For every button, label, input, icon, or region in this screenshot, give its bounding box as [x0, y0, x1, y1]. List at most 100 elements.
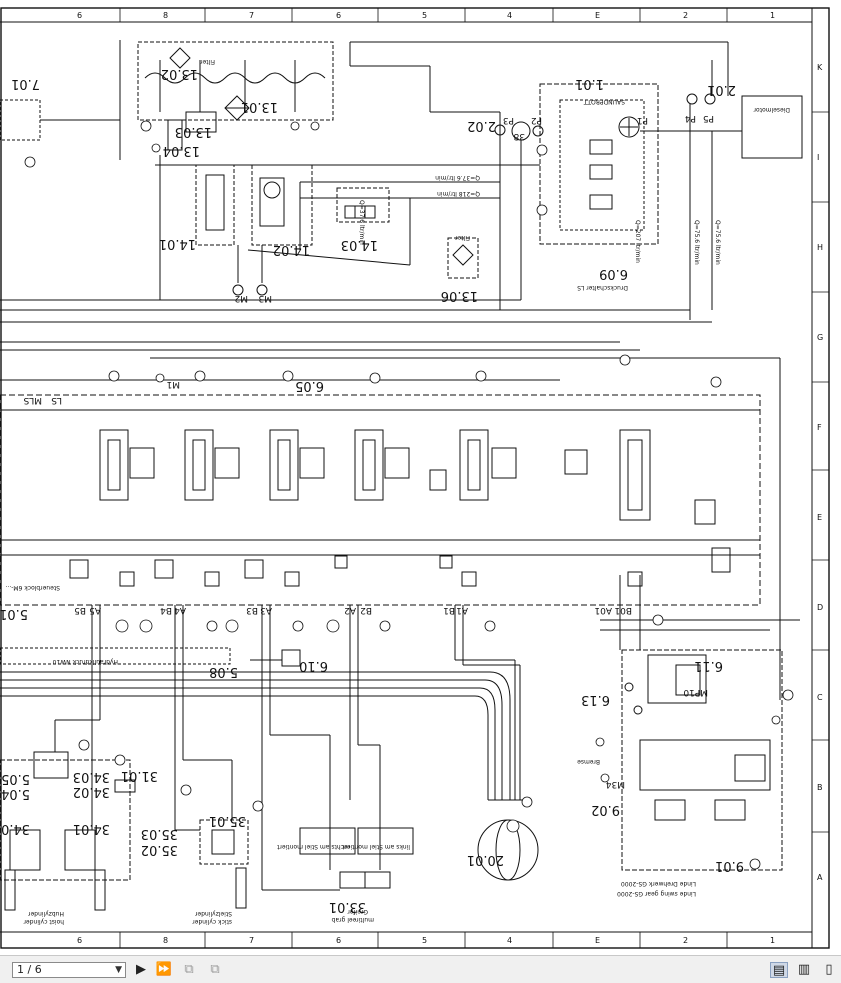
ref-34-02: 34.02 [73, 784, 110, 799]
page-number-select[interactable]: 1 / 6 ▼ [12, 962, 126, 978]
ref-2-02: 2.02 [467, 118, 496, 133]
label-p1: P1 [637, 115, 648, 125]
label-a3: A3 [260, 605, 272, 615]
label-a2: A2 [344, 605, 356, 615]
page-number-value: 1 / 6 [17, 963, 42, 976]
ref-5-01: 5.01 [0, 606, 28, 621]
label-mp10: MP10 [683, 687, 708, 697]
frame-col-3: 7 [249, 11, 254, 20]
ref-13-06: 13.06 [441, 288, 478, 303]
export-pages-icon[interactable]: ⧉ [210, 962, 220, 977]
label-b3: B3 [246, 605, 258, 615]
label-multireel-grab: multireel grab [331, 916, 374, 923]
frame-col-5: 5 [422, 11, 427, 20]
label-a5: A5 [89, 605, 101, 615]
ref-35-03: 35.03 [141, 826, 178, 841]
frame-row-10: A [817, 873, 823, 882]
ref-6-11: 6.11 [694, 658, 723, 673]
frame-bcol-9: 1 [770, 936, 775, 945]
frame-bcol-5: 5 [422, 936, 427, 945]
label-druckschalter: Druckschalter LS [577, 284, 628, 291]
ref-6-10: 6.10 [299, 658, 328, 673]
frame-row-6: E [817, 513, 822, 522]
label-flow-6: Q=75.6 ltr/min [714, 220, 721, 265]
label-hydraulikdruck: Hydraulikdruck NW10 [52, 658, 118, 665]
frame-row-8: C [817, 693, 823, 702]
label-p4: P4 [685, 113, 696, 123]
label-b5: B5 [74, 605, 86, 615]
ref-20-01: 20.01 [467, 852, 504, 867]
ref-6-05: 6.05 [295, 378, 324, 393]
single-page-view-icon[interactable]: ▤ [770, 962, 788, 978]
label-b4: B4 [160, 605, 172, 615]
next-page-icon[interactable]: ▶ [136, 962, 146, 977]
label-flow-2: Q=37.6 ltr/min [435, 174, 480, 181]
frame-col-6: 4 [507, 11, 512, 20]
label-flow-1: Q=37.6 ltr/min [358, 200, 365, 245]
label-a4: A4 [174, 605, 186, 615]
two-page-view-icon[interactable]: ▯ [825, 962, 833, 977]
ref-14-02: 14.02 [273, 242, 310, 257]
label-m34: M34 [606, 779, 625, 789]
label-drehwerk-de: Linde Drehwerk GS-2000 [621, 880, 696, 887]
label-flow-3: Q=218 ltr/min [437, 190, 480, 197]
ref-2-01: 2.01 [707, 82, 736, 97]
ref-6-13: 6.13 [581, 692, 610, 707]
ref-5-08: 5.08 [209, 664, 238, 679]
frame-row-3: H [817, 243, 823, 252]
label-38: 38 [513, 131, 525, 141]
frame-col-9: 1 [770, 11, 775, 20]
label-drehwerk-en: Linde swing gear GS-2000 [617, 890, 696, 897]
label-hubzylinder: Hubzylinder [28, 910, 64, 917]
frame-col-7: E [595, 11, 600, 20]
ref-1-01: 1.01 [575, 76, 604, 91]
ref-5-04: 5.04 [1, 786, 30, 801]
ref-5-05: 5.05 [1, 771, 30, 786]
label-m1: M1 [167, 379, 181, 389]
frame-row-2: I [817, 153, 819, 162]
label-flow-4: Q=207 ltr/min [634, 220, 641, 263]
pdf-viewer-toolbar: 1 / 6 ▼ ▶ ⏩ ⧉ ⧉ ▤ ▥ ▯ [0, 955, 841, 983]
label-m2: M2 [235, 293, 249, 303]
ref-14-03: 14.03 [341, 237, 378, 252]
chevron-down-icon: ▼ [115, 965, 122, 975]
label-p2: P2 [531, 115, 542, 125]
label-filter-2: Filter [455, 234, 470, 241]
ref-9-02: 9.02 [591, 802, 620, 817]
frame-bcol-7: E [595, 936, 600, 945]
label-a1: A1 [456, 605, 468, 615]
frame-row-5: F [817, 423, 822, 432]
label-p5: P5 [703, 113, 714, 123]
label-m3: M3 [259, 293, 273, 303]
label-ls: LS [51, 395, 62, 405]
last-page-icon[interactable]: ⏩ [155, 962, 173, 977]
label-dieselmotor: Dieselmotor [753, 106, 790, 113]
label-stielzylinder: Stielzylinder [194, 910, 232, 917]
label-b1: B1 [443, 605, 455, 615]
frame-bcol-2: 8 [163, 936, 168, 945]
ref-34-01a: 34.01 [0, 821, 30, 836]
label-links: links am Stiel montiert [341, 843, 410, 850]
label-stick-cylinder: stick cylinder [192, 918, 232, 925]
ref-7-01: 7.01 [11, 76, 40, 91]
ref-31-01: 31.01 [121, 768, 158, 783]
frame-row-4: G [817, 333, 823, 342]
ref-14-01: 14.01 [159, 236, 196, 251]
label-hoist-cylinder: hoist cylinder [23, 918, 64, 925]
ref-13-04: 13.04 [163, 143, 200, 158]
continuous-view-icon[interactable]: ▥ [797, 962, 811, 977]
label-flow-5: Q=75.6 ltr/min [693, 220, 700, 265]
label-pump-controller: SAUNDPROTT [583, 98, 625, 105]
label-b01: B01 [614, 605, 632, 615]
ref-35-02: 35.02 [141, 842, 178, 857]
frame-bcol-6: 4 [507, 936, 512, 945]
label-mls: MLS [23, 395, 42, 405]
label-rechts: rechts am Stiel montiert [276, 843, 350, 850]
frame-row-9: B [817, 783, 823, 792]
frame-bcol-1: 6 [77, 936, 82, 945]
frame-row-1: K [817, 63, 823, 72]
label-bremse: Bremse [577, 758, 600, 765]
copy-pages-icon[interactable]: ⧉ [184, 962, 194, 977]
ref-9-01: 9.01 [715, 858, 744, 873]
label-b2: B2 [360, 605, 372, 615]
